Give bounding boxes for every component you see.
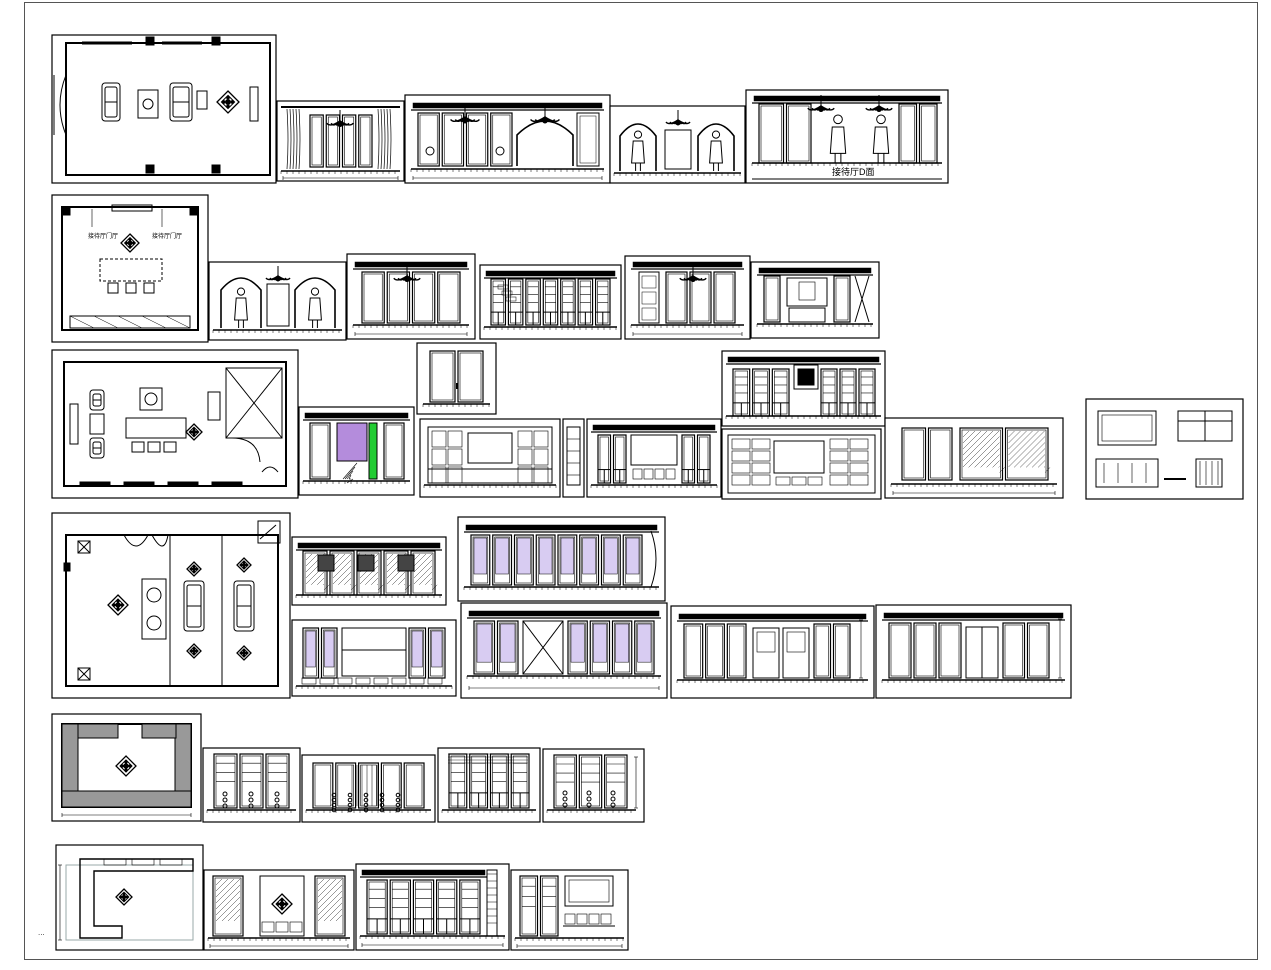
elevation-meeting-side <box>562 418 585 498</box>
elevation-reception-c <box>609 105 746 184</box>
elevation-entrance-c <box>479 264 622 340</box>
elevation-lounge-e <box>670 605 875 699</box>
elevation-wine-c <box>437 747 541 823</box>
elevation-lounge-f <box>875 604 1072 699</box>
elevation-entrance-b <box>346 253 476 340</box>
plan-meeting-room <box>51 349 299 499</box>
elevation-entrance-a <box>208 261 347 341</box>
elevation-meeting-b <box>419 418 561 498</box>
plan-entrance-hall: 接待厅门厅 接待厅门厅 <box>51 194 209 343</box>
elevation-wine-d <box>542 748 645 823</box>
elevation-reception-d: 接待厅D面 <box>745 89 949 184</box>
plan-reception-hall <box>51 34 277 184</box>
elevation-cellar-b <box>355 863 510 951</box>
elevation-entrance-d <box>624 255 751 340</box>
elevation-meeting-a <box>298 406 415 496</box>
elevation-lounge-a <box>291 536 447 606</box>
elevation-meeting-door <box>416 342 497 415</box>
elevation-meeting-f <box>884 417 1064 499</box>
elevation-lounge-b <box>457 516 666 602</box>
plan-wine-room <box>51 713 202 822</box>
corner-marker: ... <box>38 928 45 937</box>
elevation-cellar-c <box>510 869 629 951</box>
plan-label-right: 接待厅门厅 <box>152 232 182 240</box>
elevation-wine-a <box>202 747 301 823</box>
elevation-meeting-d <box>721 350 886 427</box>
detail-table-set <box>1085 398 1244 500</box>
elevation-meeting-e <box>721 428 882 500</box>
elevation-lounge-d <box>460 602 668 699</box>
elevation-reception-a <box>276 100 405 182</box>
plan-cellar <box>55 844 204 951</box>
elevation-cellar-a <box>203 869 355 951</box>
elevation-meeting-c <box>586 418 722 498</box>
plan-lounge <box>51 512 291 699</box>
elevation-wine-b <box>301 754 436 823</box>
elevation-entrance-e <box>750 261 880 339</box>
elevation-reception-b <box>404 94 611 184</box>
plan-label-left: 接待厅门厅 <box>88 232 118 240</box>
elevation-lounge-c <box>291 619 457 697</box>
elevation-label-d: 接待厅D面 <box>832 166 875 177</box>
